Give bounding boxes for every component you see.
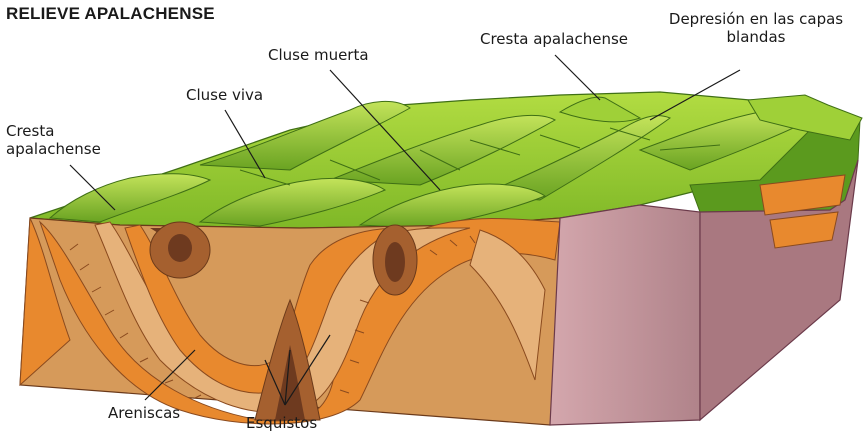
diagram-title: RELIEVE APALACHENSE xyxy=(6,4,215,24)
syncline-core-center-inner xyxy=(385,242,405,282)
label-depresion: Depresión en las capas blandas xyxy=(652,10,860,46)
label-depresion-line1: Depresión en las capas xyxy=(652,10,860,28)
label-depresion-line2: blandas xyxy=(652,28,860,46)
label-cresta-top: Cresta apalachense xyxy=(480,30,628,48)
label-cresta-left: Cresta apalachense xyxy=(6,122,101,158)
side-face xyxy=(550,205,700,425)
leader-cresta-top xyxy=(555,55,600,100)
label-cluse-viva: Cluse viva xyxy=(186,86,263,104)
label-cresta-left-line1: Cresta xyxy=(6,122,101,140)
label-cluse-muerta: Cluse muerta xyxy=(268,46,369,64)
label-cresta-left-line2: apalachense xyxy=(6,140,101,158)
label-esquistos: Esquistos xyxy=(246,414,317,432)
syncline-core-left-inner xyxy=(168,234,192,262)
label-areniscas: Areniscas xyxy=(108,404,180,422)
front-cross-section xyxy=(20,218,580,425)
top-surface xyxy=(30,92,862,228)
